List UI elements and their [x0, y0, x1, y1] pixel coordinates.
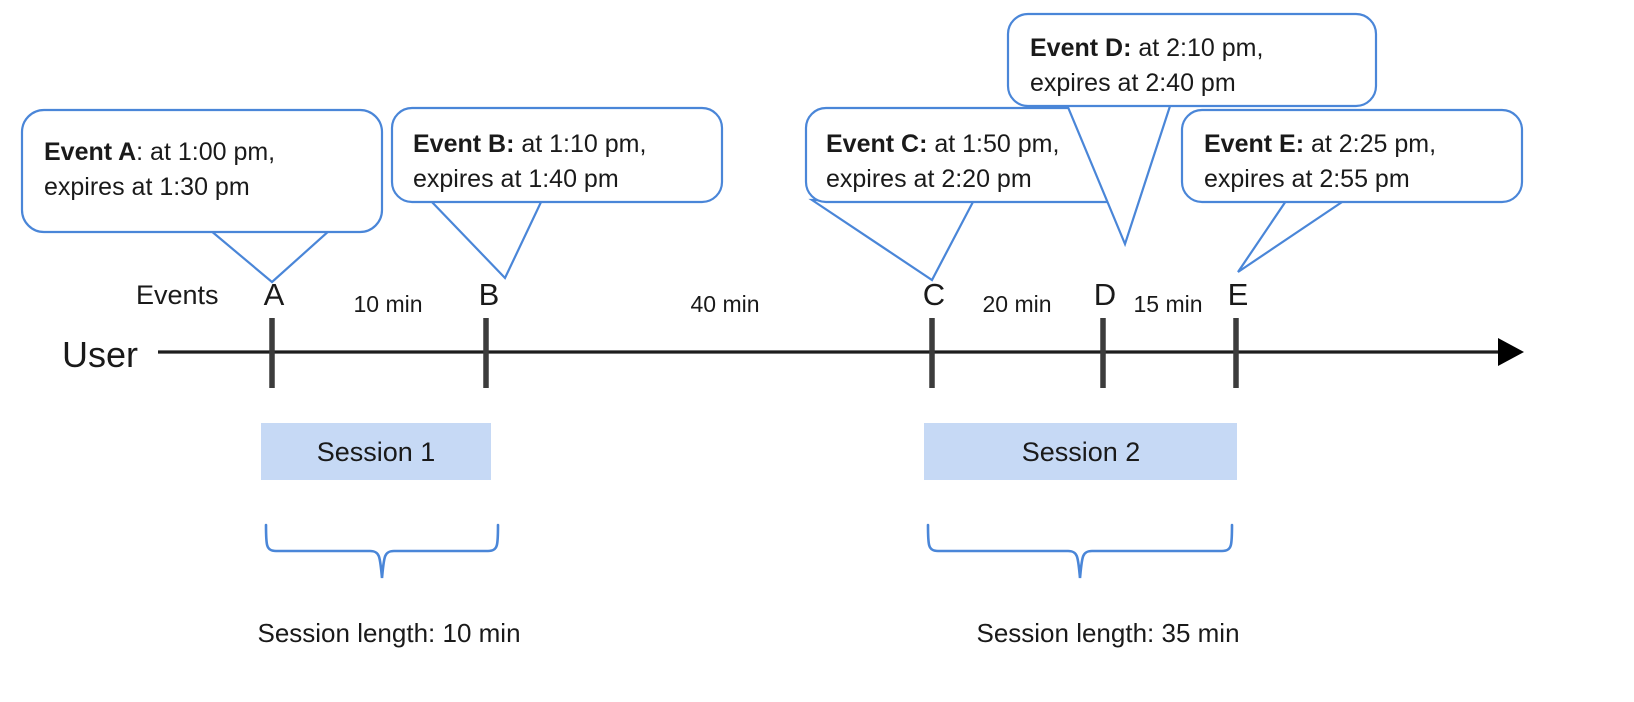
- session-1-length-label: Session length: 10 min: [257, 618, 521, 648]
- callout-e-text: Event E: at 2:25 pm, expires at 2:55 pm: [1204, 130, 1443, 193]
- callout-a-text: Event A: at 1:00 pm, expires at 1:30 pm: [44, 138, 282, 201]
- callout-b-head: Event B:: [413, 130, 514, 158]
- callout-e-tail: [1237, 196, 1352, 273]
- callout-a-head: Event A: [44, 138, 136, 166]
- callout-d-line1: at 2:10 pm,: [1131, 34, 1263, 62]
- session-2-length-label: Session length: 35 min: [976, 618, 1240, 648]
- callout-d-line2: expires at 2:40 pm: [1030, 69, 1236, 97]
- callout-c-line2: expires at 2:20 pm: [826, 165, 1032, 193]
- callout-b-line2: expires at 1:40 pm: [413, 165, 619, 193]
- marker-label-b: B: [478, 277, 500, 312]
- callout-a-line2: expires at 1:30 pm: [44, 173, 250, 201]
- gap-label-a-b: 10 min: [353, 291, 423, 317]
- callout-event-e: [1180, 108, 1524, 273]
- marker-label-e: E: [1227, 277, 1249, 312]
- session-2-label: Session 2: [1021, 437, 1141, 467]
- callout-b-tail: [427, 198, 544, 280]
- callout-e-line2: expires at 2:55 pm: [1204, 165, 1410, 193]
- callout-b-text: Event B: at 1:10 pm, expires at 1:40 pm: [413, 130, 653, 193]
- callout-a-line1: : at 1:00 pm,: [136, 138, 275, 166]
- callout-d-text: Event D: at 2:10 pm, expires at 2:40 pm: [1030, 34, 1270, 97]
- gap-label-d-e: 15 min: [1133, 291, 1203, 317]
- callout-c-tail: [808, 198, 976, 282]
- marker-label-c: C: [922, 277, 946, 312]
- callout-event-c: [804, 106, 1138, 282]
- callout-b-line1: at 1:10 pm,: [514, 130, 646, 158]
- session-1-brace: [264, 523, 500, 579]
- callout-b-box: [390, 106, 724, 204]
- session-1-box: [261, 423, 491, 480]
- callout-a-tail: [206, 228, 333, 284]
- gap-label-b-c: 40 min: [690, 291, 760, 317]
- callout-c-line1: at 1:50 pm,: [927, 130, 1059, 158]
- gap-label-c-d: 20 min: [982, 291, 1052, 317]
- callout-c-head: Event C:: [826, 130, 927, 158]
- callout-e-box: [1180, 108, 1524, 204]
- session-2-brace: [926, 523, 1234, 579]
- callout-event-d: [1006, 12, 1378, 248]
- marker-label-d: D: [1093, 277, 1117, 312]
- callout-e-head: Event E:: [1204, 130, 1304, 158]
- marker-label-a: A: [263, 277, 285, 312]
- session-1-label: Session 1: [316, 437, 436, 467]
- callout-event-a: [20, 108, 384, 284]
- callout-d-box: [1006, 12, 1378, 108]
- callout-event-b: [390, 106, 724, 280]
- session-2-box: [924, 423, 1237, 480]
- callout-e-line1: at 2:25 pm,: [1304, 130, 1436, 158]
- events-row-label: Events: [136, 280, 219, 310]
- callout-d-head: Event D:: [1030, 34, 1131, 62]
- callout-c-text: Event C: at 1:50 pm, expires at 2:20 pm: [826, 130, 1066, 193]
- axis-row-label-user: User: [62, 334, 139, 375]
- callout-a-box: [20, 108, 384, 234]
- timeline-arrow-head: [1498, 338, 1524, 366]
